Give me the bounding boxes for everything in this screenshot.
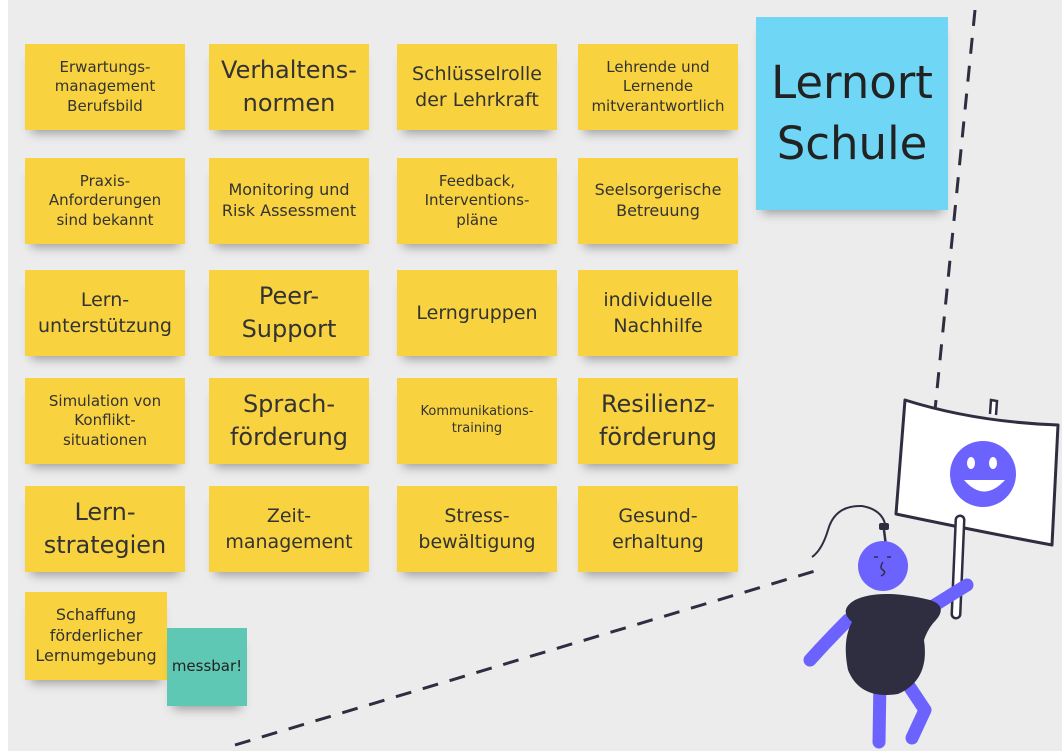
sticky-note-text: Simulation von Konflikt- situationen xyxy=(48,391,162,449)
sticky-note-text: Verhaltens- normen xyxy=(221,55,357,117)
sticky-note-resilienzfoerderung[interactable]: Resilienz- förderung xyxy=(578,378,738,464)
sticky-note-monitoring[interactable]: Monitoring und Risk Assessment xyxy=(209,158,369,244)
sticky-note-text: Stress- bewältigung xyxy=(418,504,536,553)
sticky-note-text: Peer- Support xyxy=(241,281,337,343)
sticky-note-lerngruppen[interactable]: Lerngruppen xyxy=(397,270,557,356)
sticky-note-peer-support[interactable]: Peer- Support xyxy=(209,270,369,356)
sticky-note-foerderliche-lernumgebung[interactable]: Schaffung förderlicher Lernumgebung xyxy=(25,592,167,680)
sticky-note-kommunikationstraining[interactable]: Kommunikations- training xyxy=(397,378,557,464)
sticky-note-text: Schaffung förderlicher Lernumgebung xyxy=(35,604,157,666)
sticky-note-schluesselrolle[interactable]: Schlüsselrolle der Lehrkraft xyxy=(397,44,557,130)
sticky-note-stressbewaeltigung[interactable]: Stress- bewältigung xyxy=(397,486,557,572)
sticky-note-erwartungsmanagement[interactable]: Erwartungs- management Berufsbild xyxy=(25,44,185,130)
sticky-note-lehrende-lernende[interactable]: Lehrende und Lernende mitverantwortlich xyxy=(578,44,738,130)
sticky-note-text: Sprach- förderung xyxy=(229,389,349,451)
sticky-note-seelsorgerische-betreuung[interactable]: Seelsorgerische Betreuung xyxy=(578,158,738,244)
sticky-note-verhaltensnormen[interactable]: Verhaltens- normen xyxy=(209,44,369,130)
sticky-note-text: Feedback, Interventions- pläne xyxy=(424,171,530,229)
sticky-note-individuelle-nachhilfe[interactable]: individuelle Nachhilfe xyxy=(578,270,738,356)
sticky-note-text: Monitoring und Risk Assessment xyxy=(221,180,357,220)
sticky-note-lernstrategien[interactable]: Lern- strategien xyxy=(25,486,185,572)
sticky-note-feedback[interactable]: Feedback, Interventions- pläne xyxy=(397,158,557,244)
sticky-note-messbar[interactable]: messbar! xyxy=(167,628,247,706)
sticky-note-text: Lerngruppen xyxy=(416,301,538,324)
sticky-note-text: Praxis- Anforderungen sind bekannt xyxy=(48,171,162,229)
sticky-note-text: Seelsorgerische Betreuung xyxy=(594,180,722,220)
sticky-note-text: individuelle Nachhilfe xyxy=(603,288,713,337)
title-note-lernort-schule[interactable]: Lernort Schule xyxy=(756,17,948,210)
sticky-note-text: Zeit- management xyxy=(225,504,353,553)
sticky-note-text: Resilienz- förderung xyxy=(598,389,718,451)
title-note-text: Lernort Schule xyxy=(771,55,933,170)
sticky-note-text: Erwartungs- management Berufsbild xyxy=(54,57,156,115)
sticky-note-text: Lern- strategien xyxy=(43,497,167,559)
canvas-left-edge xyxy=(0,0,8,751)
sticky-note-text: Schlüsselrolle der Lehrkraft xyxy=(412,62,542,111)
sticky-note-text: messbar! xyxy=(171,657,243,676)
sticky-note-simulation-konfliktsituationen[interactable]: Simulation von Konflikt- situationen xyxy=(25,378,185,464)
sticky-note-lernunterstuetzung[interactable]: Lern- unterstützung xyxy=(25,270,185,356)
sticky-note-text: Kommunikations- training xyxy=(420,404,534,436)
sticky-note-text: Lehrende und Lernende mitverantwortlich xyxy=(591,57,725,115)
sticky-note-text: Lern- unterstützung xyxy=(38,288,172,337)
sticky-note-praxis-anforderungen[interactable]: Praxis- Anforderungen sind bekannt xyxy=(25,158,185,244)
sticky-note-sprachfoerderung[interactable]: Sprach- förderung xyxy=(209,378,369,464)
sticky-note-text: Gesund- erhaltung xyxy=(612,504,704,553)
sticky-note-zeitmanagement[interactable]: Zeit- management xyxy=(209,486,369,572)
sticky-note-gesunderhaltung[interactable]: Gesund- erhaltung xyxy=(578,486,738,572)
